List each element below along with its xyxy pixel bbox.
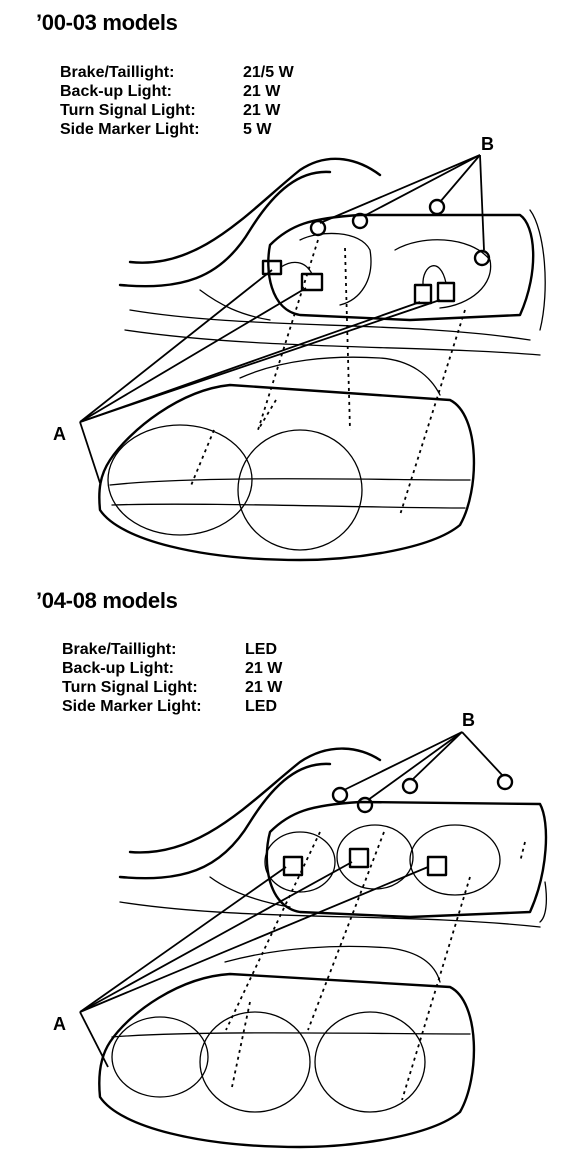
spec-label: Turn Signal Light: — [60, 102, 196, 119]
spec-label: Brake/Taillight: — [62, 641, 177, 658]
alignment-lines — [189, 239, 466, 516]
callout-label-a: A — [53, 424, 66, 444]
taillight-assembly — [98, 356, 476, 562]
taillight-assembly — [98, 945, 476, 1149]
callout-a-leaders — [79, 861, 429, 1068]
car-body-outline — [118, 157, 546, 356]
spec-row-brake-taillight: Brake/Taillight: LED — [62, 640, 282, 659]
mounting-nuts — [331, 773, 514, 814]
callout-label-b: B — [481, 134, 494, 154]
spec-value: LED — [245, 641, 277, 658]
callout-label-a: A — [53, 1014, 66, 1034]
spec-row-back-up-light: Back-up Light: 21 W — [62, 659, 282, 678]
spec-row-brake-taillight: Brake/Taillight: 21/5 W — [60, 63, 294, 82]
callout-b-leaders — [319, 154, 485, 251]
spec-value: 21 W — [243, 102, 281, 119]
spec-row-side-marker-light: Side Marker Light: 5 W — [60, 120, 294, 139]
car-body-outline — [118, 747, 547, 928]
spec-value: 21/5 W — [243, 64, 294, 81]
bulb-socket-right — [413, 265, 456, 305]
spec-row-back-up-light: Back-up Light: 21 W — [60, 82, 294, 101]
spec-row-turn-signal-light: Turn Signal Light: 21 W — [62, 678, 282, 697]
spec-value: 21 W — [245, 660, 283, 677]
callout-b-leaders — [343, 731, 504, 801]
spec-value: LED — [245, 698, 277, 715]
callout-label-b: B — [462, 710, 475, 730]
taillight-diagram-00-03: A B — [53, 134, 546, 562]
spec-label: Back-up Light: — [60, 83, 172, 100]
spec-label: Brake/Taillight: — [60, 64, 175, 81]
spec-value: 21 W — [243, 83, 281, 100]
mounting-nuts — [309, 198, 491, 267]
rear-housing — [264, 800, 548, 919]
alignment-lines — [225, 831, 526, 1101]
spec-value: 5 W — [243, 121, 272, 138]
spec-value: 21 W — [245, 679, 283, 696]
callout-a-leaders — [79, 269, 441, 484]
bulb-spec-table-04-08: Brake/Taillight: LED Back-up Light: 21 W… — [62, 640, 282, 716]
spec-row-side-marker-light: Side Marker Light: LED — [62, 697, 282, 716]
spec-row-turn-signal-light: Turn Signal Light: 21 W — [60, 101, 294, 120]
taillight-diagram-04-08: A B — [53, 710, 548, 1149]
bulb-spec-table-00-03: Brake/Taillight: 21/5 W Back-up Light: 2… — [60, 63, 294, 139]
bulb-socket-back-up — [348, 847, 370, 869]
spec-label: Side Marker Light: — [62, 698, 202, 715]
bulb-socket-turn-signal — [426, 855, 448, 877]
section-title-04-08: ’04-08 models — [36, 588, 178, 613]
spec-label: Turn Signal Light: — [62, 679, 198, 696]
bulb-socket-brake — [282, 855, 304, 877]
spec-label: Back-up Light: — [62, 660, 174, 677]
section-title-00-03: ’00-03 models — [36, 10, 178, 35]
bulb-socket-left — [261, 259, 324, 292]
spec-label: Side Marker Light: — [60, 121, 200, 138]
